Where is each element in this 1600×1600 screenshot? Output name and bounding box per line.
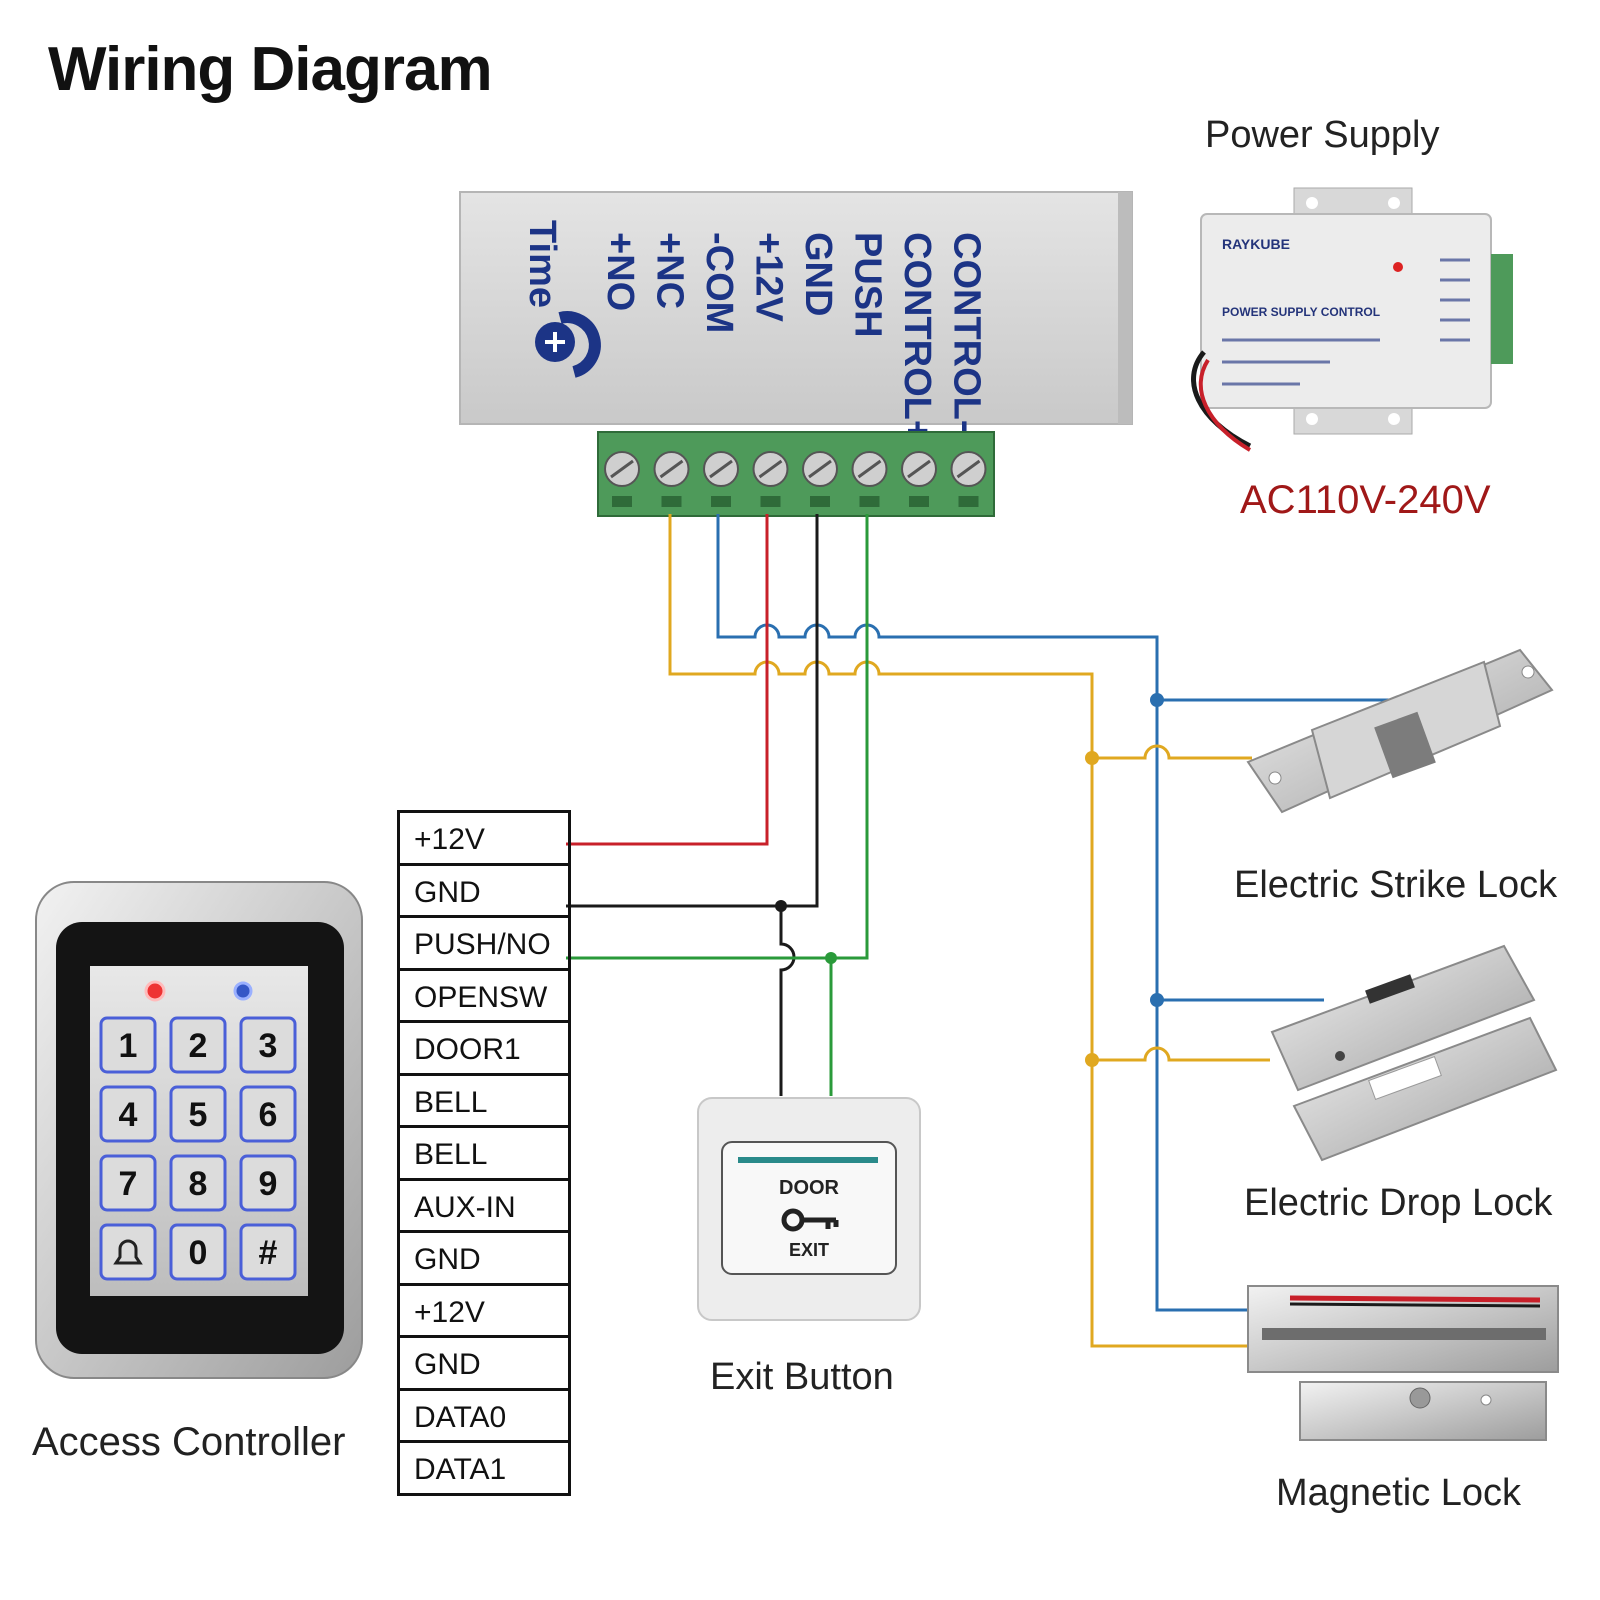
control-terminal-label-1: +NC bbox=[649, 232, 691, 309]
terminal-row-push-no: PUSH/NO bbox=[400, 918, 568, 971]
key-5: 5 bbox=[169, 1085, 227, 1143]
status-led-blue bbox=[233, 981, 253, 1001]
ac-input-cable bbox=[1191, 350, 1252, 452]
key-0: 0 bbox=[169, 1223, 227, 1281]
key-icon bbox=[781, 1208, 839, 1232]
terminal-screw-3 bbox=[752, 451, 789, 507]
time-label: Time bbox=[521, 220, 563, 308]
key-1: 1 bbox=[99, 1016, 157, 1074]
terminal-row-data0: DATA0 bbox=[400, 1391, 568, 1443]
terminal-screw-1 bbox=[653, 451, 690, 507]
control-terminal-label-2: -COM bbox=[698, 232, 740, 333]
terminal-screw-6 bbox=[901, 451, 937, 507]
status-led-red bbox=[144, 980, 166, 1002]
key-7: 7 bbox=[99, 1154, 157, 1212]
terminal-row-data1: DATA1 bbox=[400, 1443, 568, 1496]
electric-drop-lock-caption: Electric Drop Lock bbox=[1244, 1182, 1553, 1224]
power-supply-brand: RAYKUBE bbox=[1222, 236, 1290, 252]
electric-drop-lock bbox=[1270, 944, 1558, 1162]
terminal-screws bbox=[604, 451, 987, 507]
terminal-screw-2 bbox=[703, 451, 739, 507]
terminal-row-12v-2: +12V bbox=[400, 1286, 568, 1338]
access-controller-device: 1 2 3 4 5 6 7 8 9 0 # bbox=[35, 881, 363, 1379]
bell-key bbox=[99, 1223, 157, 1281]
wire-gnd-black bbox=[566, 514, 819, 908]
key-label: 9 bbox=[259, 1165, 278, 1203]
terminal-row-gnd-2: GND bbox=[400, 1233, 568, 1286]
key-label: # bbox=[259, 1234, 278, 1272]
wire-push-green bbox=[566, 514, 869, 960]
key-9: 9 bbox=[239, 1154, 297, 1212]
exit-button-exit-text: EXIT bbox=[789, 1240, 829, 1260]
keypad: 1 2 3 4 5 6 7 8 9 0 # bbox=[99, 1016, 297, 1281]
access-controller-caption: Access Controller bbox=[32, 1420, 346, 1464]
power-supply-caption: Power Supply bbox=[1205, 114, 1440, 156]
exit-button: DOOR EXIT bbox=[697, 1097, 921, 1321]
control-terminal-label-5: PUSH bbox=[847, 232, 889, 338]
electric-strike-lock-caption: Electric Strike Lock bbox=[1234, 864, 1558, 906]
control-terminal-label-0: +NO bbox=[599, 232, 641, 311]
magnetic-lock bbox=[1247, 1285, 1559, 1441]
power-supply-device: RAYKUBE POWER SUPPLY CONTROL bbox=[1191, 187, 1513, 452]
key-label: 2 bbox=[189, 1027, 208, 1065]
control-terminal-label-7: CONTROL- bbox=[946, 232, 988, 433]
terminal-row-opensw: OPENSW bbox=[400, 971, 568, 1023]
wires bbox=[566, 514, 1408, 1348]
power-supply-device-text: POWER SUPPLY CONTROL bbox=[1222, 305, 1380, 319]
control-terminal-label-3: +12V bbox=[748, 232, 790, 322]
key-2: 2 bbox=[169, 1016, 227, 1074]
key-label: 1 bbox=[119, 1027, 138, 1065]
diagram-title: Wiring Diagram bbox=[48, 35, 493, 104]
terminal-row-gnd-3: GND bbox=[400, 1338, 568, 1391]
control-terminal-label-4: GND bbox=[797, 232, 839, 316]
terminal-screw-0 bbox=[604, 451, 640, 507]
key-label: 5 bbox=[189, 1096, 208, 1134]
exit-button-caption: Exit Button bbox=[710, 1356, 894, 1398]
key-4: 4 bbox=[99, 1085, 157, 1143]
terminal-row-bell-2: BELL bbox=[400, 1128, 568, 1181]
control-terminal-label-6: CONTROL+ bbox=[896, 232, 938, 442]
bell-icon bbox=[113, 1239, 143, 1265]
key-label: 3 bbox=[259, 1027, 278, 1065]
electric-strike-lock bbox=[1246, 648, 1554, 814]
access-controller-terminal-table: +12V GND PUSH/NO OPENSW DOOR1 BELL BELL … bbox=[397, 810, 571, 1496]
terminal-row-bell: BELL bbox=[400, 1076, 568, 1128]
wire-12v-red bbox=[566, 514, 769, 846]
ac-input-label: AC110V-240V bbox=[1240, 478, 1491, 522]
key-label: 8 bbox=[189, 1165, 208, 1203]
key-label: 7 bbox=[119, 1165, 138, 1203]
terminal-screw-7 bbox=[950, 451, 987, 507]
key-8: 8 bbox=[169, 1154, 227, 1212]
terminal-row-gnd: GND bbox=[400, 866, 568, 918]
key-label: 0 bbox=[189, 1234, 208, 1272]
time-knob-icon bbox=[535, 311, 601, 378]
key-6: 6 bbox=[239, 1085, 297, 1143]
key-hash: # bbox=[239, 1223, 297, 1281]
exit-button-door-text: DOOR bbox=[779, 1177, 840, 1199]
terminal-row-12v: +12V bbox=[400, 813, 568, 866]
terminal-screw-5 bbox=[851, 451, 888, 507]
terminal-screw-4 bbox=[802, 451, 838, 507]
key-label: 6 bbox=[259, 1096, 278, 1134]
terminal-row-door1: DOOR1 bbox=[400, 1023, 568, 1076]
terminal-row-aux-in: AUX-IN bbox=[400, 1181, 568, 1233]
magnetic-lock-caption: Magnetic Lock bbox=[1276, 1472, 1522, 1514]
key-3: 3 bbox=[239, 1016, 297, 1074]
key-label: 4 bbox=[119, 1096, 138, 1134]
